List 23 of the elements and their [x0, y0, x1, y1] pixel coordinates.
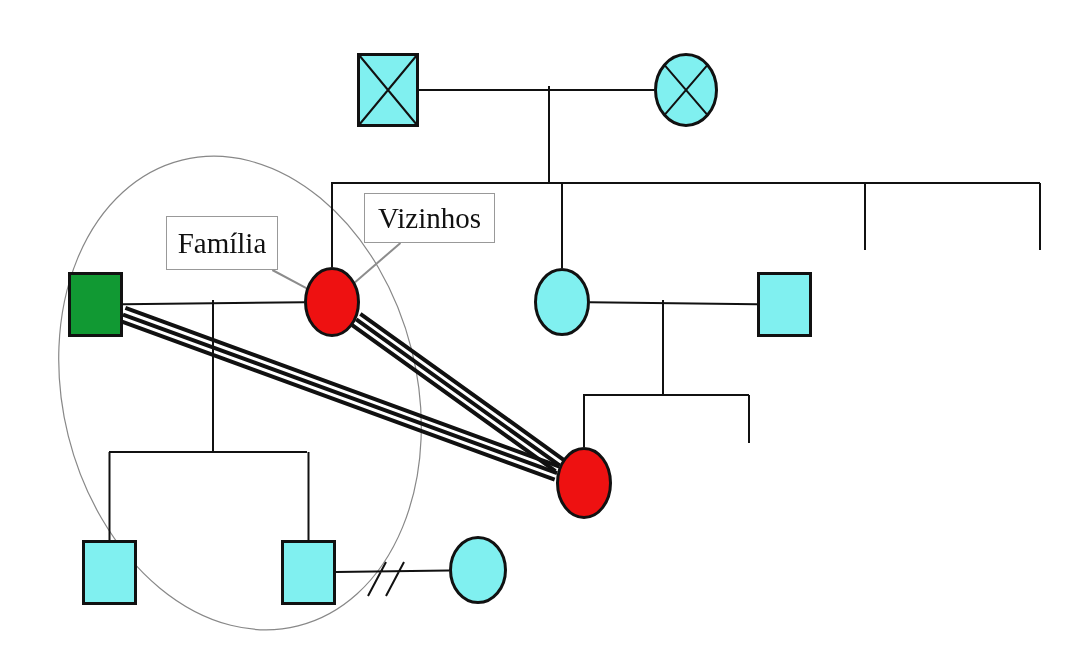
descent-line — [108, 451, 111, 541]
male-symbol — [82, 540, 137, 605]
descent-line — [331, 182, 333, 268]
male-symbol — [281, 540, 336, 605]
female-symbol — [556, 447, 612, 519]
female-symbol — [534, 268, 590, 336]
marriage-line — [589, 301, 758, 306]
female-symbol — [304, 267, 360, 337]
deceased-male-symbol — [357, 53, 419, 127]
callout-label: Família — [166, 216, 278, 270]
callout-label: Vizinhos — [364, 193, 495, 243]
leader-line — [354, 242, 402, 284]
descent-line — [583, 394, 585, 448]
deceased-female-symbol — [654, 53, 718, 127]
marriage-line — [122, 301, 305, 306]
male-symbol — [68, 272, 123, 337]
leader-line — [271, 269, 308, 290]
divorce-line — [335, 561, 450, 597]
descent-line — [561, 182, 563, 269]
female-symbol — [449, 536, 507, 604]
marriage-line — [418, 89, 655, 91]
male-symbol — [757, 272, 812, 337]
descent-line — [307, 451, 310, 541]
